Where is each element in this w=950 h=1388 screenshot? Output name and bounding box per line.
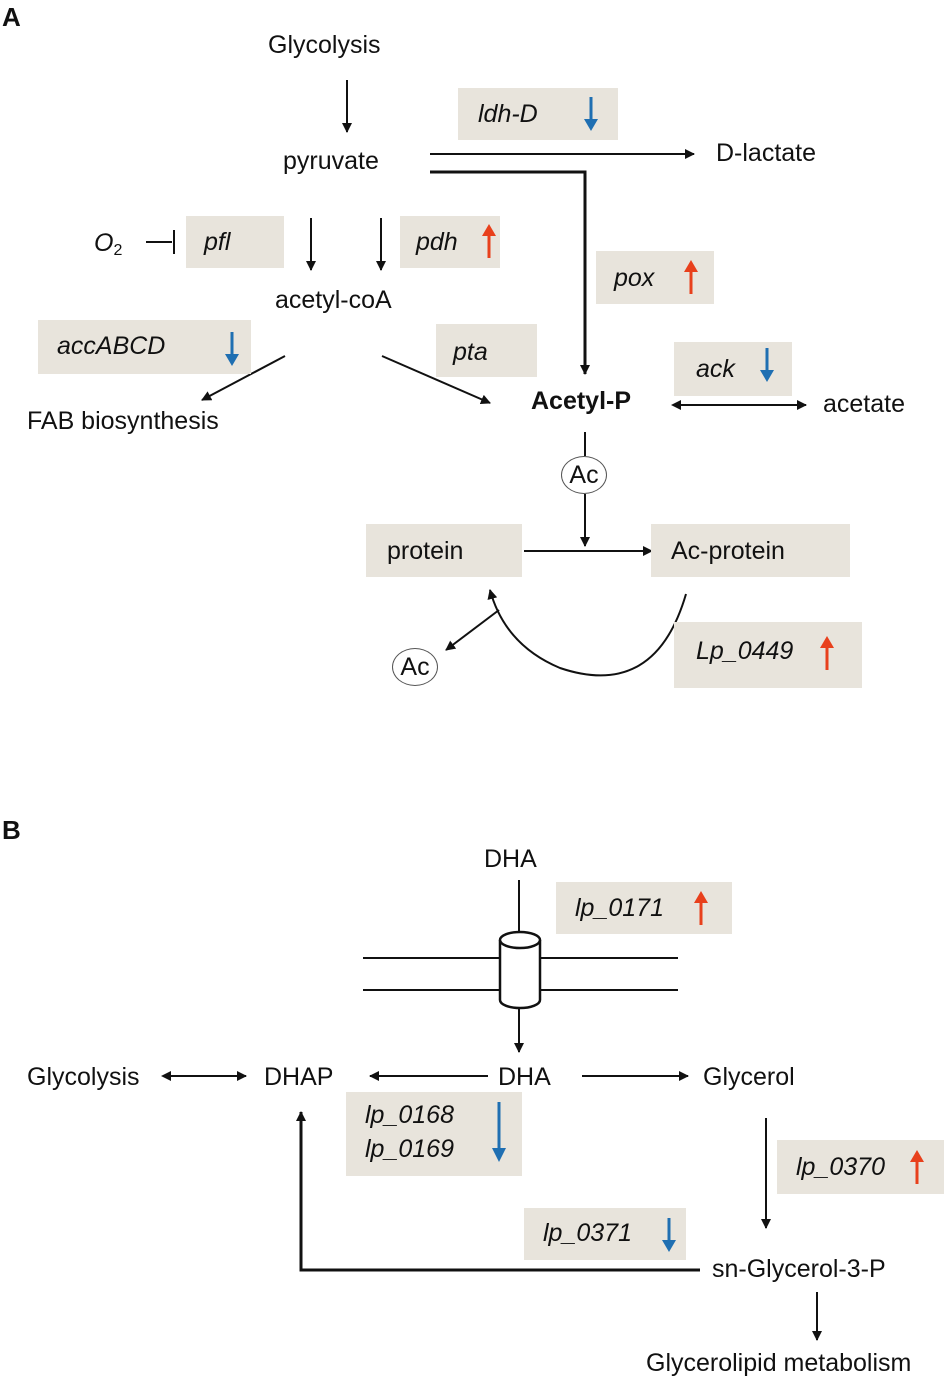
o2-text: O xyxy=(94,229,114,257)
panel-b-label: B xyxy=(2,815,21,845)
transporter-channel-icon xyxy=(498,930,542,1010)
gene-lp-0371: lp_0371 xyxy=(543,1219,632,1247)
down-regulated-arrow-icon xyxy=(662,1218,676,1252)
gene-box-ack: ack xyxy=(674,342,792,396)
gene-box-accabcd: accABCD xyxy=(38,320,251,374)
node-protein: protein xyxy=(387,537,464,565)
acetyl-group-circle: Ac xyxy=(561,456,607,494)
node-o2: O2 xyxy=(94,228,122,266)
gene-pfl: pfl xyxy=(204,228,231,256)
node-acetyl-coa: acetyl-coA xyxy=(275,286,392,314)
gene-pta: pta xyxy=(453,338,488,366)
node-acetyl-p: Acetyl-P xyxy=(531,387,632,415)
up-regulated-arrow-icon xyxy=(820,636,834,670)
up-regulated-arrow-icon xyxy=(694,891,708,925)
gene-box-pox: pox xyxy=(596,251,714,304)
down-regulated-arrow-icon xyxy=(225,332,239,366)
node-fab-biosynthesis: FAB biosynthesis xyxy=(27,407,219,435)
up-regulated-arrow-icon xyxy=(910,1150,924,1184)
node-glycerolipid-metabolism: Glycerolipid metabolism xyxy=(646,1349,912,1377)
gene-pdh: pdh xyxy=(416,228,458,256)
node-ac-protein: Ac-protein xyxy=(671,537,785,565)
gene-box-lp-0168-0169: lp_0168 lp_0169 xyxy=(346,1092,522,1176)
node-glycolysis-b: Glycolysis xyxy=(27,1063,140,1091)
up-regulated-arrow-icon xyxy=(684,260,698,294)
gene-box-ldh-d: ldh-D xyxy=(458,88,618,140)
down-regulated-arrow-icon xyxy=(584,97,598,131)
deacetylation-arc xyxy=(487,589,687,677)
node-glycerol: Glycerol xyxy=(703,1063,795,1091)
node-d-lactate: D-lactate xyxy=(716,139,817,167)
gene-lp-0169: lp_0169 xyxy=(365,1135,454,1163)
node-dha-outside: DHA xyxy=(484,845,537,873)
gene-lp-0168: lp_0168 xyxy=(365,1101,454,1129)
gene-ldh-d: ldh-D xyxy=(478,100,538,128)
gene-box-pta: pta xyxy=(436,324,537,377)
gene-lp-0370: lp_0370 xyxy=(796,1153,885,1181)
arrow-ac-release xyxy=(445,609,500,651)
gene-box-lp-0449: Lp_0449 xyxy=(674,622,862,688)
gene-box-lp-0371: lp_0371 xyxy=(524,1208,686,1260)
down-regulated-arrow-icon xyxy=(492,1102,506,1162)
node-sn-glycerol-3-p: sn-Glycerol-3-P xyxy=(712,1255,886,1283)
node-acetate: acetate xyxy=(823,390,906,418)
arrow-pta xyxy=(381,355,491,404)
arrow-g3p-dhap xyxy=(296,1111,700,1272)
o2-subscript: 2 xyxy=(113,242,123,259)
gene-box-lp-0370: lp_0370 xyxy=(777,1140,944,1194)
gene-accabcd: accABCD xyxy=(57,332,166,360)
node-dha-inside: DHA xyxy=(498,1063,551,1091)
box-ac-protein: Ac-protein xyxy=(651,524,850,577)
box-protein: protein xyxy=(366,524,522,577)
acetyl-group-released-circle: Ac xyxy=(392,648,438,686)
up-regulated-arrow-icon xyxy=(482,224,496,258)
node-glycolysis: Glycolysis xyxy=(268,31,381,59)
node-dhap: DHAP xyxy=(264,1063,334,1091)
gene-box-pdh: pdh xyxy=(400,216,500,268)
gene-lp-0449: Lp_0449 xyxy=(696,637,794,665)
arrow-pyruvate-acetylp xyxy=(430,170,590,375)
down-regulated-arrow-icon xyxy=(760,348,774,382)
gene-lp-0171: lp_0171 xyxy=(575,894,664,922)
node-pyruvate: pyruvate xyxy=(283,147,379,175)
gene-box-pfl: pfl xyxy=(186,216,284,268)
gene-box-lp-0171: lp_0171 xyxy=(556,882,732,934)
panel-a-label: A xyxy=(2,2,21,32)
arrow-fab xyxy=(201,355,286,401)
gene-ack: ack xyxy=(696,355,735,383)
gene-pox: pox xyxy=(614,264,655,292)
